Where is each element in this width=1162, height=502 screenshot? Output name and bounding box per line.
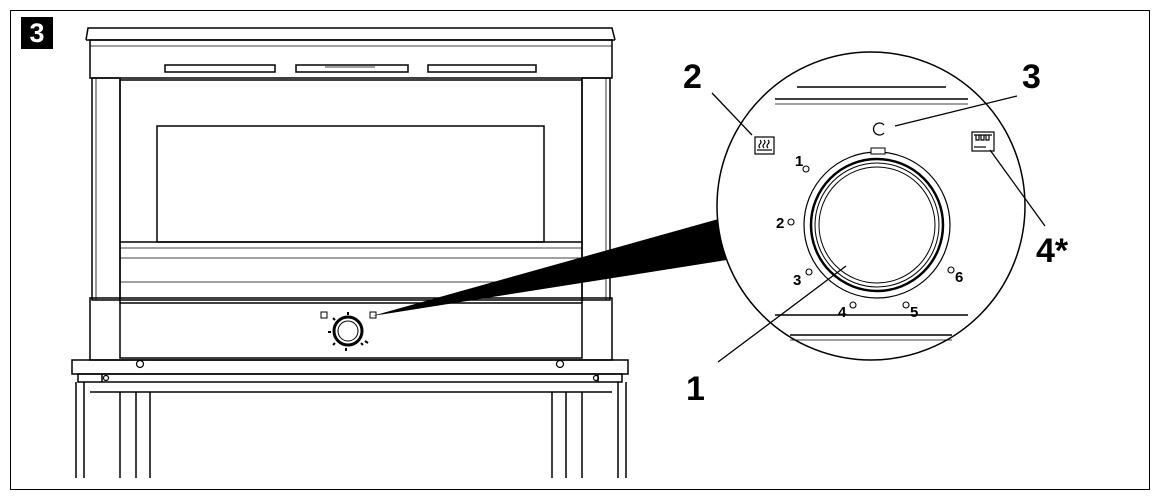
dial-position-3: 3: [793, 272, 801, 289]
off-position-icon: [872, 122, 885, 136]
panel-knob-small: [320, 311, 377, 351]
oven-cabinet: [71, 27, 629, 478]
callout-1: 1: [686, 370, 705, 408]
callout-2: 2: [683, 58, 702, 96]
leader-lines: [711, 92, 1046, 363]
zoom-wedge: [372, 218, 752, 316]
callout-4: 4*: [1036, 232, 1069, 270]
dial-closeup: [716, 51, 1026, 361]
dial-position-4: 4: [838, 304, 847, 321]
top-vent-right: [427, 64, 537, 73]
panel-screws: [102, 359, 600, 382]
dial-position-6: 6: [955, 269, 963, 286]
defrost-symbol-icon: [754, 136, 775, 155]
grill-symbol-icon: [971, 131, 995, 152]
dial-position-1: 1: [795, 153, 803, 170]
figure-frame: [10, 10, 1150, 490]
callout-3: 3: [1022, 58, 1041, 96]
figure-number-badge: 3: [21, 17, 53, 49]
oven-door: [119, 79, 583, 301]
knob-pointer: [870, 147, 886, 155]
dial-position-5: 5: [910, 304, 918, 321]
dial-position-2: 2: [776, 215, 784, 232]
top-vent-left: [164, 64, 276, 73]
control-panel: [119, 302, 583, 359]
dial-position-dots: [787, 165, 955, 309]
door-window: [156, 125, 545, 243]
top-vent-center: [295, 64, 409, 73]
